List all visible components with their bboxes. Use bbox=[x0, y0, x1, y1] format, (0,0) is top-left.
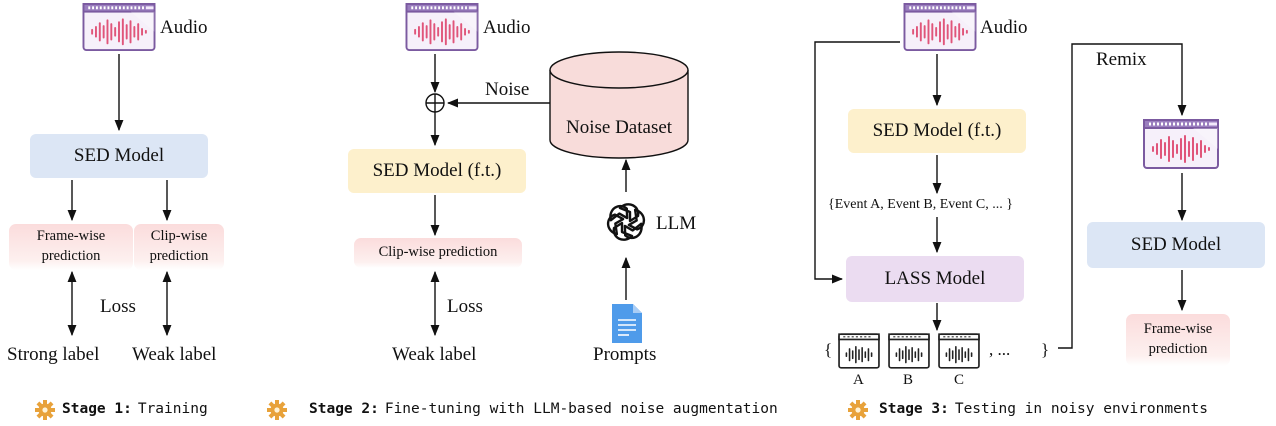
sed-model-ft-box: SED Model (f.t.) bbox=[348, 149, 526, 193]
loss-label: Loss bbox=[100, 296, 136, 317]
gear-icon bbox=[267, 400, 287, 420]
sed-model-ft-box: SED Model (f.t.) bbox=[848, 109, 1026, 153]
sum-node bbox=[425, 93, 445, 113]
lass-model-box: LASS Model bbox=[846, 256, 1024, 302]
frame-wise-prediction: Frame-wise prediction bbox=[9, 224, 133, 270]
clip-label-b: B bbox=[903, 372, 914, 388]
clip-pred-line1: Clip-wise bbox=[150, 228, 208, 245]
clip-pred-line2: prediction bbox=[149, 248, 209, 264]
stage3-caption: Stage 3: Testing in noisy environments bbox=[879, 401, 1208, 417]
stage1-caption-bold: Stage 1: bbox=[62, 401, 132, 417]
loss-label: Loss bbox=[447, 296, 483, 317]
strong-label: Strong label bbox=[7, 344, 100, 365]
frame-pred-line1: Frame-wise bbox=[1143, 321, 1213, 338]
audio-label: Audio bbox=[160, 17, 208, 38]
audio-waveform-icon bbox=[903, 3, 977, 51]
clip-label-c: C bbox=[954, 372, 965, 388]
audio-waveform-icon bbox=[405, 3, 479, 51]
audio-waveform-icon bbox=[1143, 119, 1219, 169]
frame-pred-line2: prediction bbox=[1148, 341, 1208, 357]
audio-label: Audio bbox=[483, 17, 531, 38]
noise-dataset-label: Noise Dataset bbox=[566, 117, 673, 138]
weak-label: Weak label bbox=[392, 344, 477, 365]
clip-label-a: A bbox=[853, 372, 864, 388]
audio-label: Audio bbox=[980, 17, 1028, 38]
gear-icon bbox=[35, 400, 55, 420]
sed-model-box: SED Model bbox=[1087, 222, 1265, 268]
stage1-caption-text: Training bbox=[137, 401, 208, 417]
gear-icon bbox=[848, 400, 868, 420]
stage2-caption-text: Fine-tuning with LLM-based noise augment… bbox=[384, 401, 778, 417]
stage1-caption: Stage 1: Training bbox=[62, 401, 208, 417]
stage3-caption-text: Testing in noisy environments bbox=[954, 401, 1209, 417]
stage3-caption-bold: Stage 3: bbox=[879, 401, 949, 417]
arrow-audio-to-lass bbox=[814, 41, 900, 284]
stage2-caption-bold: Stage 2: bbox=[309, 401, 379, 417]
remix-label: Remix bbox=[1096, 49, 1147, 70]
document-icon bbox=[612, 304, 642, 343]
weak-label: Weak label bbox=[132, 344, 217, 365]
stage2-caption: Stage 2: Fine-tuning with LLM-based nois… bbox=[309, 401, 778, 417]
frame-pred-line1: Frame-wise bbox=[36, 228, 106, 245]
audio-clip-icon bbox=[938, 333, 980, 369]
arrow-remix bbox=[1058, 43, 1187, 349]
openai-llm-icon bbox=[606, 203, 646, 241]
frame-pred-line2: prediction bbox=[41, 248, 101, 264]
clip-wise-prediction: Clip-wise prediction bbox=[354, 238, 522, 268]
noise-label: Noise bbox=[485, 79, 530, 100]
clip-wise-prediction: Clip-wise prediction bbox=[134, 224, 224, 270]
llm-label: LLM bbox=[656, 213, 697, 234]
noise-dataset-cylinder bbox=[549, 51, 689, 159]
clips-ellipsis: , ... bbox=[989, 340, 1011, 359]
clips-close-brace: } bbox=[1041, 340, 1050, 359]
clips-open-brace: { bbox=[824, 340, 833, 359]
frame-wise-prediction: Frame-wise prediction bbox=[1126, 314, 1230, 366]
events-set: {Event A, Event B, Event C, ... } bbox=[828, 197, 1013, 212]
audio-clip-icon bbox=[888, 333, 930, 369]
audio-clip-icon bbox=[838, 333, 880, 369]
sed-model-box: SED Model bbox=[30, 134, 208, 178]
prompts-label: Prompts bbox=[593, 344, 657, 365]
audio-waveform-icon bbox=[82, 3, 156, 51]
